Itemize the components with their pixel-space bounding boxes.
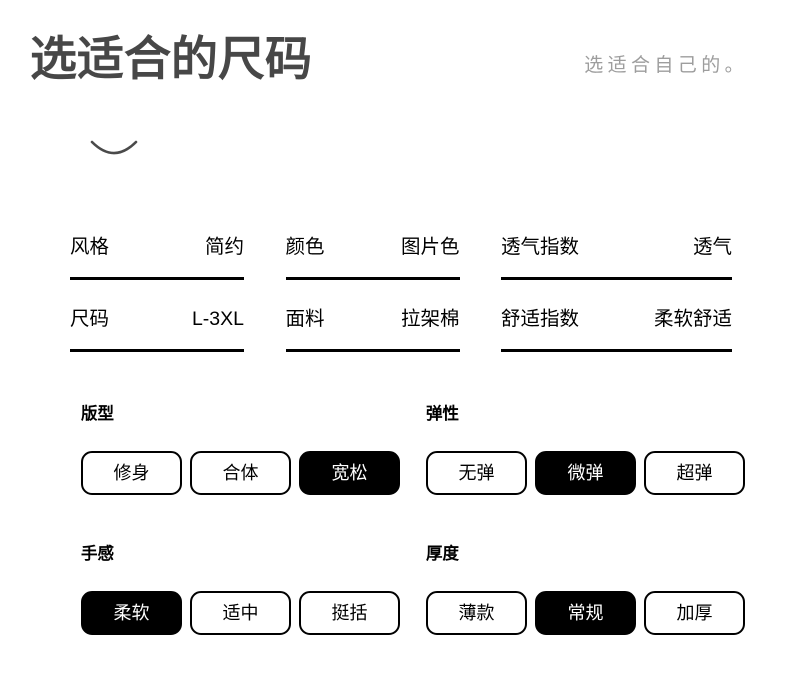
- page-title: 选适合的尺码: [30, 32, 312, 85]
- spec-row: 风格 简约: [70, 232, 244, 280]
- spec-row: 面料 拉架棉: [285, 304, 460, 352]
- option-group-thickness: 厚度 薄款 常规 加厚: [426, 542, 745, 635]
- spec-key: 风格: [70, 236, 110, 258]
- spec-value: 柔软舒适: [653, 308, 732, 330]
- smile-arc-icon: [90, 138, 138, 164]
- option-button-wutan[interactable]: 无弹: [426, 451, 527, 495]
- spec-row: 透气指数 透气: [501, 232, 732, 280]
- option-button-tingkuo[interactable]: 挺括: [299, 591, 400, 635]
- option-group-fit: 版型 修身 合体 宽松: [81, 402, 400, 495]
- option-group-label: 手感: [81, 545, 114, 563]
- spec-key: 面料: [285, 308, 325, 330]
- spec-column-divider: [244, 232, 282, 352]
- spec-column-1: 风格 简约 尺码 L-3XL: [70, 232, 244, 352]
- option-group-handfeel: 手感 柔软 适中 挺括: [81, 542, 400, 635]
- option-button-xiushen[interactable]: 修身: [81, 451, 182, 495]
- spec-value: L-3XL: [191, 308, 244, 330]
- option-button-row: 柔软 适中 挺括: [81, 591, 400, 635]
- spec-column-3: 透气指数 透气 舒适指数 柔软舒适: [501, 232, 732, 352]
- option-button-baokuan[interactable]: 薄款: [426, 591, 527, 635]
- spec-column-2: 颜色 图片色 面料 拉架棉: [285, 232, 460, 352]
- spec-value: 透气: [692, 236, 732, 258]
- spec-row: 舒适指数 柔软舒适: [501, 304, 732, 352]
- spec-key: 透气指数: [501, 236, 580, 258]
- option-button-weitan[interactable]: 微弹: [535, 451, 636, 495]
- option-button-shizhong[interactable]: 适中: [190, 591, 291, 635]
- option-button-changgui[interactable]: 常规: [535, 591, 636, 635]
- page-subtitle: 选适合自己的。: [584, 55, 748, 76]
- option-button-jiahou[interactable]: 加厚: [644, 591, 745, 635]
- page-header: 选适合的尺码 选适合自己的。: [0, 0, 790, 120]
- spec-key: 舒适指数: [501, 308, 580, 330]
- option-button-row: 薄款 常规 加厚: [426, 591, 745, 635]
- option-group-label: 弹性: [426, 405, 459, 423]
- option-button-rouruan[interactable]: 柔软: [81, 591, 182, 635]
- option-button-row: 无弹 微弹 超弹: [426, 451, 745, 495]
- option-group-label: 厚度: [426, 545, 459, 563]
- spec-value: 图片色: [400, 236, 460, 258]
- spec-value: 简约: [204, 236, 244, 258]
- option-group-label: 版型: [81, 405, 114, 423]
- spec-key: 尺码: [70, 308, 110, 330]
- spec-row: 尺码 L-3XL: [70, 304, 244, 352]
- option-button-row: 修身 合体 宽松: [81, 451, 400, 495]
- spec-column-divider: [460, 232, 498, 352]
- option-button-kuansong[interactable]: 宽松: [299, 451, 400, 495]
- spec-key: 颜色: [285, 236, 325, 258]
- option-group-elasticity: 弹性 无弹 微弹 超弹: [426, 402, 745, 495]
- spec-value: 拉架棉: [400, 308, 460, 330]
- option-button-chaotan[interactable]: 超弹: [644, 451, 745, 495]
- spec-table: 风格 简约 尺码 L-3XL 颜色 图片色 面料 拉架棉 透气指数 透气 舒适指…: [70, 232, 732, 352]
- option-button-heti[interactable]: 合体: [190, 451, 291, 495]
- spec-row: 颜色 图片色: [285, 232, 460, 280]
